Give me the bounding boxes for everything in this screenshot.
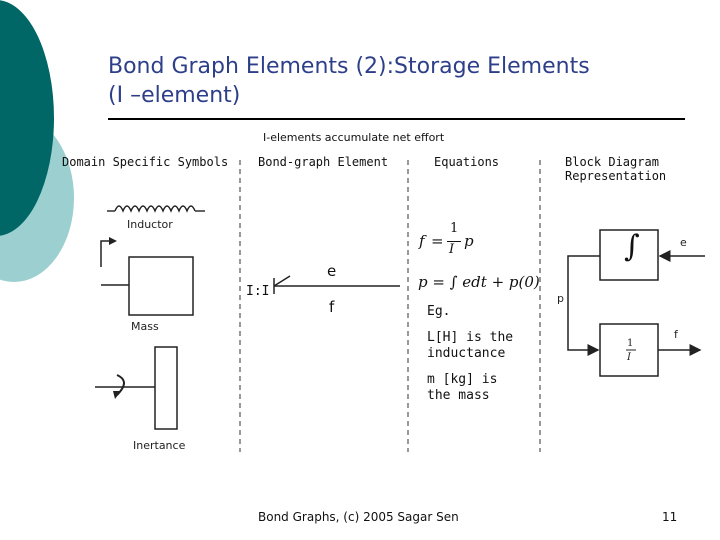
mass-note-line-2: the mass (427, 388, 490, 403)
bond-flow-label: f (329, 298, 335, 316)
bond-effort-label: e (327, 262, 337, 280)
gain-numerator: 1 (627, 338, 634, 349)
block-p-label: p (557, 292, 564, 305)
inertance-pipe-icon (95, 346, 178, 430)
bond-element-label: I:I (246, 284, 270, 299)
inductor-coil-icon (107, 205, 205, 213)
title-rule (108, 118, 685, 120)
dark-teal-circle (0, 0, 54, 236)
eq1-denominator: I (449, 242, 455, 257)
block-flow-label: f (674, 328, 678, 341)
eq1-variable: p (464, 232, 474, 250)
force-arrow-icon (100, 237, 117, 267)
momentum-feedback-line (567, 255, 600, 356)
header-block-line-2: Representation (565, 169, 667, 183)
slide-title: Bond Graph Elements (2):Storage Elements… (108, 52, 668, 110)
mass-note: m [kg] is the mass (427, 372, 497, 404)
eq1-lhs: f (419, 232, 425, 250)
block-diagram (567, 229, 705, 377)
decorative-circles (0, 0, 74, 282)
header-bond: Bond-graph Element (258, 155, 389, 169)
header-block-line-1: Block Diagram (565, 155, 659, 169)
inductance-note-line-2: inductance (427, 346, 506, 361)
eq1-equals: = (431, 232, 444, 250)
page-number: 11 (662, 510, 678, 524)
mass-note-line-1: m [kg] is (427, 372, 498, 387)
inductance-note: L[H] is the inductance (427, 330, 513, 362)
label-mass: Mass (131, 320, 159, 333)
block-effort-label: e (680, 236, 687, 249)
label-inductor: Inductor (127, 218, 173, 231)
eq1-numerator: 1 (450, 221, 459, 236)
label-inertance: Inertance (133, 439, 186, 452)
header-equations: Equations (434, 155, 500, 169)
title-line-2: (I –element) (108, 83, 241, 108)
half-arrow (273, 275, 291, 287)
header-block: Block Diagram Representation (565, 155, 666, 183)
header-domain: Domain Specific Symbols (62, 155, 229, 169)
integral-symbol: ∫ (624, 229, 640, 264)
bond-graph-symbol (273, 275, 400, 294)
title-line-1: Bond Graph Elements (2):Storage Elements (108, 54, 590, 79)
equation-1: f = 1 I p (419, 221, 519, 262)
slide-subtitle: I-elements accumulate net effort (263, 131, 445, 144)
domain-symbols (95, 205, 205, 430)
gain-denominator: I (627, 352, 631, 363)
example-label: Eg. (427, 304, 451, 319)
footer-text: Bond Graphs, (c) 2005 Sagar Sen (258, 510, 459, 524)
mass-block-icon (101, 256, 194, 316)
inductance-note-line-1: L[H] is the (427, 330, 514, 345)
eq1-fraction-bar (447, 241, 461, 242)
integrator-block (599, 229, 659, 281)
equation-2: p = ∫ edt + p(0) (418, 273, 540, 291)
